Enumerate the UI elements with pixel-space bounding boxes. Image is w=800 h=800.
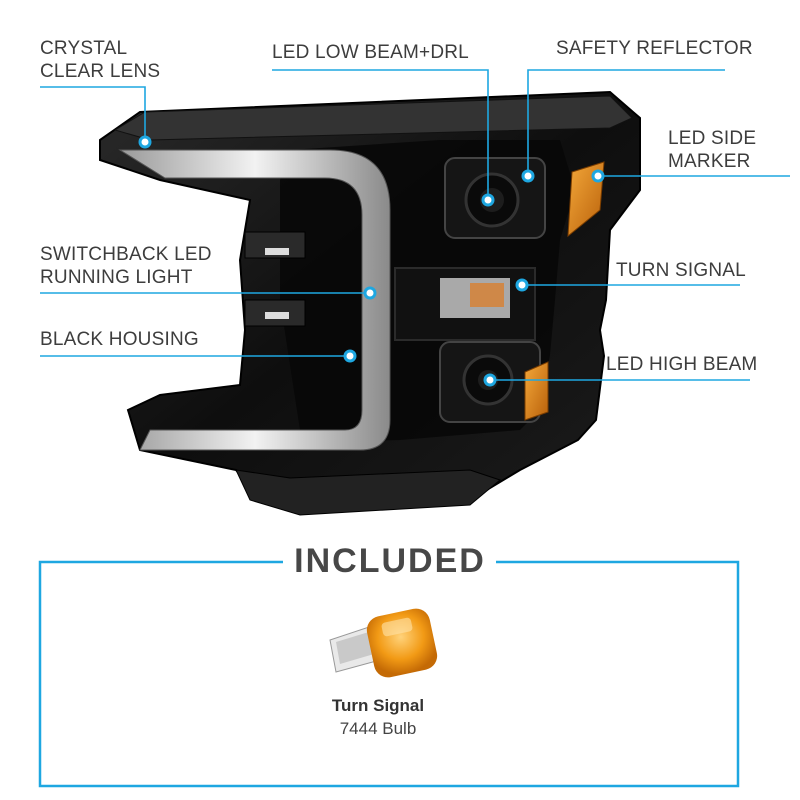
- included-frame: [38, 560, 740, 788]
- callout-led-low-beam-drl: LED LOW BEAM+DRL: [272, 42, 469, 63]
- callout-led-side-marker: LED SIDE MARKER: [668, 128, 757, 172]
- callout-switchback-led: SWITCHBACK LED RUNNING LIGHT: [40, 244, 212, 288]
- bulb-name: Turn Signal: [331, 696, 425, 715]
- turn-signal-bulb-image: [329, 608, 438, 678]
- included-title: INCLUDED: [294, 542, 486, 580]
- callout-safety-reflector: SAFETY REFLECTOR: [556, 38, 753, 59]
- callout-black-housing: BLACK HOUSING: [40, 329, 199, 350]
- callout-turn-signal: TURN SIGNAL: [616, 260, 746, 281]
- callout-led-high-beam: LED HIGH BEAM: [606, 354, 758, 375]
- bulb-type: 7444 Bulb: [339, 719, 417, 738]
- callout-crystal-clear-lens: CRYSTAL CLEAR LENS: [40, 38, 161, 82]
- switchback-led-bar: [118, 149, 391, 451]
